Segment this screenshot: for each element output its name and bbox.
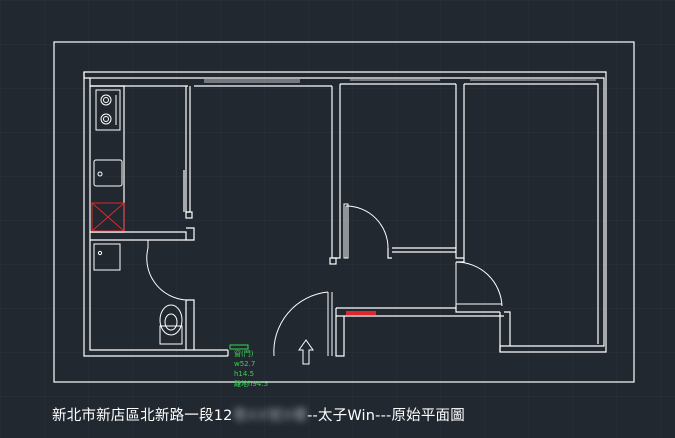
red-wall-marker <box>346 311 376 315</box>
annotation-line-1: 窗(門) <box>234 349 254 358</box>
outer-frame <box>53 41 635 383</box>
stove <box>95 89 121 131</box>
annotation-line-2: w52.7 <box>234 360 255 368</box>
bathroom-sink <box>93 243 121 271</box>
annotation-line-3: h14.5 <box>234 370 254 378</box>
kitchen-sink <box>93 159 123 187</box>
door-swings <box>146 203 503 357</box>
caption-suffix: --太子Win---原始平面圖 <box>307 408 465 424</box>
toilet <box>159 304 183 345</box>
up-arrow-icon <box>298 339 314 365</box>
annotation-text: 窗(門) w52.7 h14.5 離地h94.5 <box>234 349 268 388</box>
caption-blurred-address: 巷XX號X樓 <box>232 408 308 424</box>
top-windows <box>204 77 596 83</box>
caption-prefix: 新北市新店區北新路一段12 <box>52 408 233 424</box>
walls <box>83 71 607 357</box>
drawing-caption: 新北市新店區北新路一段12巷XX號X樓--太子Win---原始平面圖 <box>52 404 465 425</box>
annotation-window-marker <box>229 344 249 350</box>
crossed-box <box>91 202 125 232</box>
annotation-line-4: 離地h94.5 <box>234 379 268 388</box>
